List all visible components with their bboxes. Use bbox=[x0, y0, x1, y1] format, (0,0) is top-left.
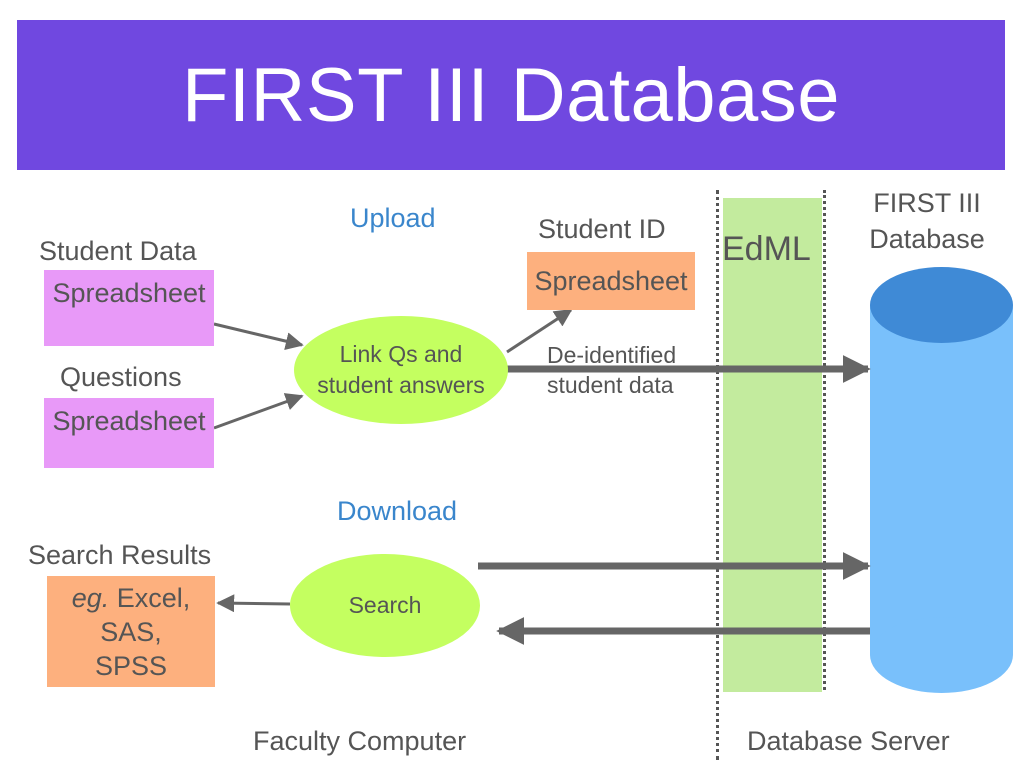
database-cylinder bbox=[870, 267, 1013, 693]
results-arrow bbox=[216, 594, 291, 613]
database-label-line2: Database bbox=[869, 224, 985, 254]
search-ellipse-text: Search bbox=[348, 592, 422, 618]
page-title: FIRST III Database bbox=[181, 52, 841, 138]
edml-band bbox=[723, 198, 822, 692]
results-eg: eg. bbox=[71, 582, 110, 613]
database-label-line1: FIRST III bbox=[873, 188, 981, 218]
link-qs-line1: Link Qs and bbox=[339, 341, 463, 367]
faculty-computer-label: Faculty Computer bbox=[253, 726, 467, 756]
student-data-arrow bbox=[213, 322, 304, 350]
download-label: Download bbox=[337, 496, 458, 526]
link-qs-line2: student answers bbox=[317, 372, 485, 398]
questions-arrow bbox=[213, 393, 304, 430]
student-id-label: Student ID bbox=[538, 214, 666, 244]
student-data-spreadsheet: Spreadsheet bbox=[44, 270, 214, 346]
questions-label: Questions bbox=[60, 362, 182, 392]
student-id-spreadsheet: Spreadsheet bbox=[527, 252, 695, 310]
deidentified-line2: student data bbox=[547, 372, 674, 398]
database-label: FIRST III Database bbox=[852, 185, 1002, 257]
student-data-label: Student Data bbox=[39, 236, 197, 266]
results-line3: SPSS bbox=[94, 650, 168, 681]
link-qs-ellipse: Link Qs and student answers bbox=[294, 316, 508, 424]
student-id-arrow bbox=[506, 308, 573, 354]
search-ellipse: Search bbox=[290, 554, 480, 657]
deidentified-line1: De-identified bbox=[547, 342, 677, 368]
right-dotted-separator bbox=[823, 190, 826, 690]
questions-spreadsheet: Spreadsheet bbox=[44, 398, 214, 468]
student-data-spreadsheet-text: Spreadsheet bbox=[52, 278, 206, 308]
results-line2: SAS, bbox=[100, 616, 162, 647]
results-excel: Excel, bbox=[109, 582, 191, 613]
questions-spreadsheet-text: Spreadsheet bbox=[52, 406, 206, 436]
search-results-box: eg. Excel, SAS, SPSS bbox=[47, 576, 215, 687]
title-bar: FIRST III Database bbox=[17, 20, 1005, 170]
deidentified-label: De-identified student data bbox=[547, 340, 676, 400]
search-results-label: Search Results bbox=[28, 540, 212, 570]
left-dotted-separator bbox=[716, 190, 719, 760]
upload-label: Upload bbox=[350, 203, 436, 233]
database-server-label: Database Server bbox=[747, 726, 950, 756]
student-id-spreadsheet-text: Spreadsheet bbox=[534, 266, 688, 296]
results-line1: eg. Excel, bbox=[72, 581, 191, 615]
edml-label: EdML bbox=[722, 230, 811, 268]
